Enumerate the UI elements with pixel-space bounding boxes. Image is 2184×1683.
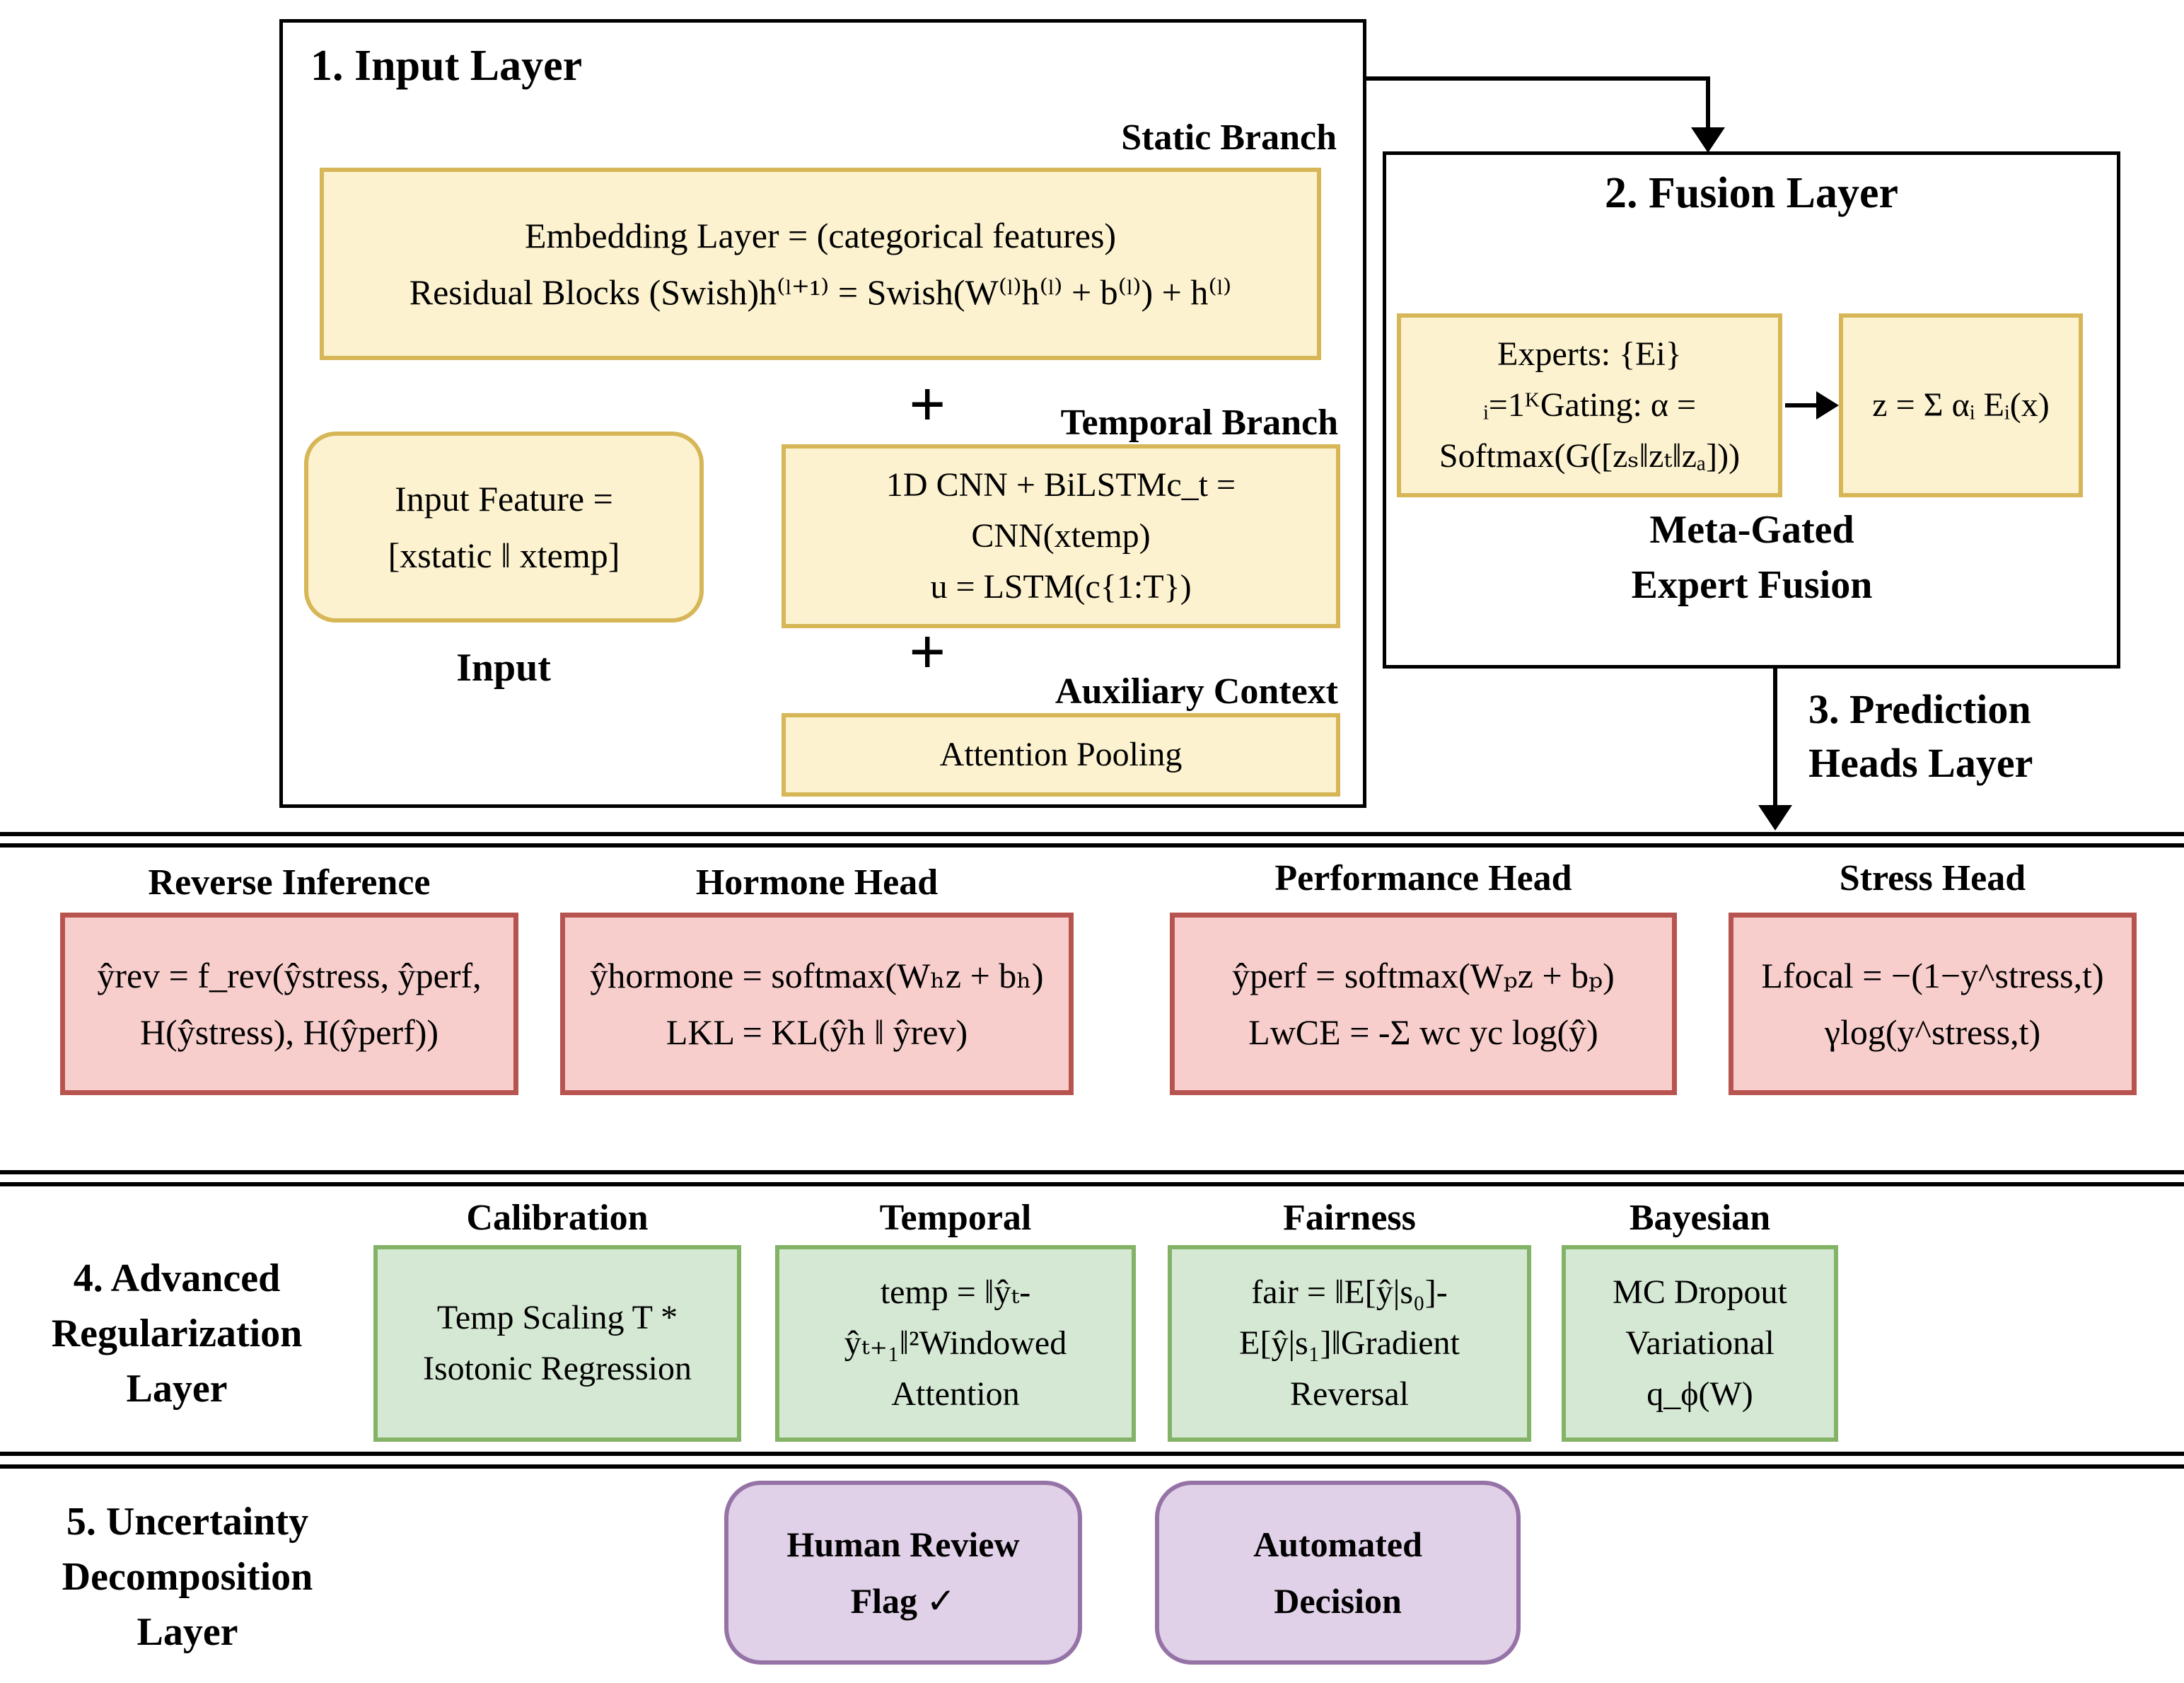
experts-line1: Experts: {Ei}	[1497, 335, 1682, 373]
cell-title-temporal: Temporal	[879, 1198, 1032, 1238]
uncertainty-layer-label: 5. Uncertainty Decomposition Layer	[28, 1494, 347, 1660]
calibration-line2: Isotonic Regression	[423, 1350, 692, 1387]
z-sum-box: z = Σ αᵢ Eᵢ(x)	[1839, 313, 2083, 497]
separator-1-top	[0, 832, 2184, 836]
input-feature-line1: Input Feature =	[395, 479, 613, 519]
separator-3-bottom	[0, 1464, 2184, 1469]
performance-head-box: ŷperf = softmax(Wₚz + bₚ) LwCE = -Σ wc y…	[1170, 913, 1677, 1095]
plus-sign-1: +	[909, 368, 946, 440]
uncertainty-label-line2: Decomposition	[62, 1555, 313, 1599]
human-review-flag-box: Human Review Flag ✓	[724, 1481, 1082, 1665]
regularization-label-line2: Regularization	[51, 1312, 303, 1355]
z-sum-line1: z = Σ αᵢ Eᵢ(x)	[1872, 386, 2050, 424]
fairness-line2: E[ŷ|s₁]‖Gradient	[1239, 1324, 1460, 1362]
pointer-label-line2: Heads Layer	[1808, 740, 2033, 786]
auxiliary-context-box: Attention Pooling	[782, 713, 1340, 797]
arrowhead-into-heads	[1758, 805, 1792, 831]
head-title-reverse-inference: Reverse Inference	[148, 862, 431, 903]
experts-line2: ᵢ=1ᴷGating: α =	[1482, 386, 1697, 424]
auxiliary-context-label: Auxiliary Context	[1055, 671, 1338, 712]
head-title-performance: Performance Head	[1274, 858, 1572, 898]
performance-line2: LwCE = -Σ wc yc log(ŷ)	[1248, 1012, 1598, 1052]
regularization-layer-label: 4. Advanced Regularization Layer	[21, 1251, 332, 1416]
performance-line1: ŷperf = softmax(Wₚz + bₚ)	[1232, 956, 1615, 995]
separator-2-top	[0, 1170, 2184, 1174]
separator-2-bottom	[0, 1182, 2184, 1186]
static-branch-box: Embedding Layer = (categorical features)…	[320, 168, 1321, 360]
temporal-reg-line2: ŷₜ₊₁‖²Windowed	[844, 1324, 1067, 1362]
input-label: Input	[456, 646, 551, 690]
regularization-label-line3: Layer	[126, 1367, 228, 1411]
bayesian-line1: MC Dropout	[1613, 1273, 1787, 1311]
hormone-line2: LKL = KL(ŷh ‖ ŷrev)	[666, 1012, 968, 1052]
hormone-head-box: ŷhormone = softmax(Wₕz + bₕ) LKL = KL(ŷh…	[560, 913, 1074, 1095]
reverse-inference-line2: H(ŷstress), H(ŷperf))	[139, 1012, 439, 1052]
head-title-hormone: Hormone Head	[695, 862, 939, 903]
stress-line2: γlog(y^stress,t)	[1824, 1012, 2041, 1052]
regularization-label-line1: 4. Advanced	[73, 1256, 281, 1300]
connector-experts-z	[1785, 403, 1818, 407]
head-title-stress: Stress Head	[1839, 858, 2026, 898]
fairness-line3: Reversal	[1290, 1375, 1409, 1413]
static-branch-line1: Embedding Layer = (categorical features)	[524, 216, 1117, 255]
temporal-reg-box: temp = ‖ŷₜ- ŷₜ₊₁‖²Windowed Attention	[775, 1245, 1136, 1442]
aux-line1: Attention Pooling	[939, 736, 1183, 773]
temporal-line1: 1D CNN + BiLSTMc_t =	[885, 466, 1236, 504]
bayesian-box: MC Dropout Variational q_ϕ(W)	[1562, 1245, 1838, 1442]
temporal-line2: CNN(xtemp)	[971, 517, 1151, 555]
cell-title-calibration: Calibration	[466, 1198, 649, 1238]
separator-1-bottom	[0, 843, 2184, 848]
bayesian-line3: q_ϕ(W)	[1646, 1375, 1753, 1413]
automated-decision-line1: Automated	[1253, 1525, 1422, 1564]
human-review-line2: Flag ✓	[850, 1581, 956, 1621]
arrowhead-into-fusion	[1691, 127, 1725, 153]
calibration-box: Temp Scaling T * Isotonic Regression	[373, 1245, 741, 1442]
stress-head-box: Lfocal = −(1−y^stress,t) γlog(y^stress,t…	[1729, 913, 2137, 1095]
separator-3-top	[0, 1452, 2184, 1456]
fusion-layer-title: 2. Fusion Layer	[1604, 169, 1899, 217]
fusion-layer-frame	[1383, 151, 2120, 669]
experts-gating-box: Experts: {Ei} ᵢ=1ᴷGating: α = Softmax(G(…	[1397, 313, 1782, 497]
bayesian-line2: Variational	[1625, 1324, 1774, 1362]
meta-gated-caption-line1: Meta-Gated	[1649, 508, 1854, 552]
plus-sign-2: +	[909, 615, 946, 688]
temporal-reg-line1: temp = ‖ŷₜ-	[880, 1273, 1031, 1311]
input-layer-frame	[279, 19, 1366, 808]
input-feature-line2: [xstatic ‖ xtemp]	[388, 536, 620, 575]
prediction-heads-pointer-label: 3. Prediction Heads Layer	[1808, 683, 2033, 790]
stress-line1: Lfocal = −(1−y^stress,t)	[1761, 956, 2104, 995]
temporal-line3: u = LSTM(c{1:T})	[930, 568, 1192, 606]
uncertainty-label-line3: Layer	[136, 1610, 238, 1654]
human-review-line1: Human Review	[786, 1525, 1020, 1564]
uncertainty-label-line1: 5. Uncertainty	[66, 1500, 309, 1544]
input-layer-title: 1. Input Layer	[310, 42, 583, 90]
automated-decision-line2: Decision	[1274, 1581, 1402, 1621]
connector-fusion-heads	[1773, 669, 1777, 807]
temporal-branch-label: Temporal Branch	[1060, 403, 1338, 443]
cell-title-bayesian: Bayesian	[1629, 1198, 1771, 1238]
calibration-line1: Temp Scaling T *	[436, 1299, 678, 1336]
connector-input-fusion-horizontal	[1365, 76, 1708, 81]
fairness-line1: fair = ‖E[ŷ|s₀]-	[1251, 1273, 1448, 1311]
arrowhead-into-z	[1816, 391, 1839, 420]
input-feature-box: Input Feature = [xstatic ‖ xtemp]	[304, 432, 704, 623]
reverse-inference-box: ŷrev = f_rev(ŷstress, ŷperf, H(ŷstress),…	[60, 913, 518, 1095]
experts-line3: Softmax(G([zₛ‖zₜ‖zₐ]))	[1439, 437, 1741, 475]
reverse-inference-line1: ŷrev = f_rev(ŷstress, ŷperf,	[97, 956, 482, 995]
temporal-reg-line3: Attention	[891, 1375, 1020, 1413]
static-branch-label: Static Branch	[1121, 117, 1337, 158]
cell-title-fairness: Fairness	[1283, 1198, 1416, 1238]
meta-gated-caption-line2: Expert Fusion	[1631, 563, 1873, 607]
connector-input-fusion-vertical	[1706, 76, 1710, 130]
automated-decision-box: Automated Decision	[1155, 1481, 1521, 1665]
meta-gated-caption: Meta-Gated Expert Fusion	[1483, 502, 2021, 613]
pointer-label-line1: 3. Prediction	[1808, 686, 2031, 732]
temporal-branch-box: 1D CNN + BiLSTMc_t = CNN(xtemp) u = LSTM…	[782, 444, 1340, 628]
static-branch-line2: Residual Blocks (Swish)h⁽ˡ⁺¹⁾ = Swish(W⁽…	[409, 272, 1232, 312]
fairness-box: fair = ‖E[ŷ|s₀]- E[ŷ|s₁]‖Gradient Revers…	[1168, 1245, 1531, 1442]
hormone-line1: ŷhormone = softmax(Wₕz + bₕ)	[590, 956, 1044, 995]
